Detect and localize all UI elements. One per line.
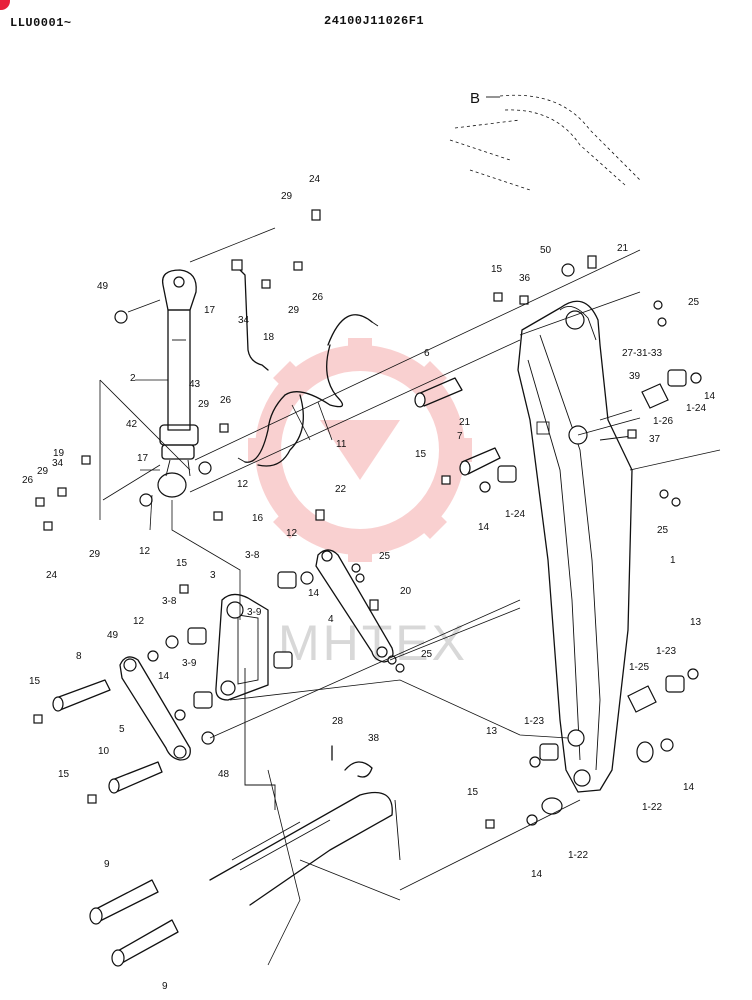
leader-lines bbox=[99, 227, 721, 966]
label-1-23: 1-23 bbox=[656, 646, 676, 657]
label-14: 14 bbox=[704, 391, 716, 402]
view-label: B bbox=[470, 90, 480, 107]
link-5 bbox=[119, 656, 191, 761]
label-42: 42 bbox=[126, 419, 138, 430]
label-48: 48 bbox=[218, 769, 230, 780]
label-37: 37 bbox=[649, 434, 661, 445]
watermark-text: MHTEX bbox=[278, 615, 468, 671]
label-1-23: 1-23 bbox=[524, 716, 544, 727]
view-b-boom-fragment: B bbox=[449, 90, 641, 191]
label-12: 12 bbox=[139, 546, 151, 557]
label-13: 13 bbox=[486, 726, 498, 737]
label-1-26: 1-26 bbox=[653, 416, 673, 427]
label-14: 14 bbox=[308, 588, 320, 599]
label-12: 12 bbox=[286, 528, 298, 539]
label-27-31-33: 27-31-33 bbox=[622, 348, 662, 359]
label-18: 18 bbox=[263, 332, 275, 343]
label-49: 49 bbox=[107, 630, 119, 641]
label-12: 12 bbox=[133, 616, 145, 627]
label-26: 26 bbox=[22, 475, 34, 486]
label-21: 21 bbox=[459, 417, 471, 428]
label-39: 39 bbox=[629, 371, 641, 382]
drawing-code-left: LLU0001~ bbox=[10, 16, 72, 30]
label-3-9: 3-9 bbox=[247, 607, 262, 618]
label-21: 21 bbox=[617, 243, 629, 254]
label-13: 13 bbox=[690, 617, 702, 628]
label-5: 5 bbox=[119, 724, 125, 735]
label-29: 29 bbox=[198, 399, 210, 410]
arm-body bbox=[517, 300, 633, 793]
boom-cylinder bbox=[157, 269, 199, 498]
label-25: 25 bbox=[421, 649, 433, 660]
label-6: 6 bbox=[424, 348, 430, 359]
label-25: 25 bbox=[657, 525, 669, 536]
label-36: 36 bbox=[519, 273, 531, 284]
pipes-and-hoses bbox=[231, 259, 379, 467]
label-9: 9 bbox=[104, 859, 110, 870]
label-29: 29 bbox=[281, 191, 293, 202]
drawing-code-center: 24100J11026F1 bbox=[324, 14, 425, 28]
label-17: 17 bbox=[137, 453, 149, 464]
label-11: 11 bbox=[336, 439, 347, 450]
label-3-8: 3-8 bbox=[162, 596, 177, 607]
label-26: 26 bbox=[220, 395, 232, 406]
bracket-3 bbox=[215, 593, 269, 701]
label-50: 50 bbox=[540, 245, 552, 256]
label-16: 16 bbox=[252, 513, 264, 524]
label-1-22: 1-22 bbox=[642, 802, 662, 813]
boom-fragment bbox=[209, 668, 401, 906]
label-3: 3 bbox=[210, 570, 216, 581]
label-15: 15 bbox=[176, 558, 188, 569]
label-1-25: 1-25 bbox=[629, 662, 649, 673]
label-19: 19 bbox=[53, 448, 65, 459]
small-parts bbox=[33, 209, 702, 829]
label-7: 7 bbox=[457, 431, 463, 442]
label-29: 29 bbox=[89, 549, 101, 560]
label-4: 4 bbox=[328, 614, 334, 625]
label-20: 20 bbox=[400, 586, 412, 597]
label-26: 26 bbox=[312, 292, 324, 303]
pins-6-7 bbox=[414, 377, 501, 476]
label-15: 15 bbox=[58, 769, 70, 780]
label-15: 15 bbox=[29, 676, 41, 687]
label-28: 28 bbox=[332, 716, 344, 727]
label-9: 9 bbox=[162, 981, 168, 992]
label-15: 15 bbox=[467, 787, 479, 798]
label-1: 1 bbox=[670, 555, 676, 566]
label-3-9: 3-9 bbox=[182, 658, 197, 669]
corner-marker bbox=[0, 0, 10, 10]
part-labels: 24 29 49 17 18 34 29 26 2 43 42 29 26 19… bbox=[22, 174, 716, 992]
label-1-24: 1-24 bbox=[686, 403, 706, 414]
label-15: 15 bbox=[415, 449, 427, 460]
label-10: 10 bbox=[98, 746, 110, 757]
label-34: 34 bbox=[238, 315, 250, 326]
label-24: 24 bbox=[309, 174, 321, 185]
label-38: 38 bbox=[368, 733, 380, 744]
label-49: 49 bbox=[97, 281, 109, 292]
label-3-8: 3-8 bbox=[245, 550, 260, 561]
label-29: 29 bbox=[37, 466, 49, 477]
label-43: 43 bbox=[189, 379, 201, 390]
label-12: 12 bbox=[237, 479, 249, 490]
label-14: 14 bbox=[478, 522, 490, 533]
label-14: 14 bbox=[158, 671, 170, 682]
label-29: 29 bbox=[288, 305, 300, 316]
label-1-24: 1-24 bbox=[505, 509, 525, 520]
label-8: 8 bbox=[76, 651, 82, 662]
label-25: 25 bbox=[379, 551, 391, 562]
label-2: 2 bbox=[130, 373, 136, 384]
label-14: 14 bbox=[683, 782, 695, 793]
label-25: 25 bbox=[688, 297, 700, 308]
pins-8-10-9 bbox=[52, 679, 179, 967]
label-17: 17 bbox=[204, 305, 216, 316]
label-22: 22 bbox=[335, 484, 347, 495]
label-24: 24 bbox=[46, 570, 58, 581]
label-34: 34 bbox=[52, 458, 64, 469]
label-14: 14 bbox=[531, 869, 543, 880]
label-1-22: 1-22 bbox=[568, 850, 588, 861]
label-15: 15 bbox=[491, 264, 503, 275]
